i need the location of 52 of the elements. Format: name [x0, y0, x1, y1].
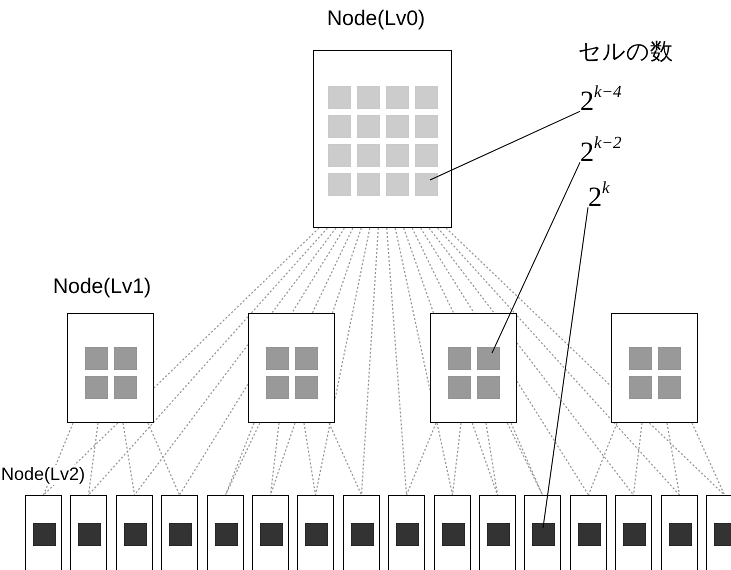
- dotted-connector: [446, 228, 612, 387]
- dotted-connector: [224, 422, 260, 496]
- dotted-connector: [588, 422, 618, 496]
- dotted-connector: [360, 228, 379, 496]
- dotted-connector: [332, 228, 362, 314]
- dotted-connector: [516, 380, 589, 496]
- dotted-connector: [334, 228, 370, 400]
- node-title: Node(Lv0): [327, 7, 426, 30]
- dotted-connector: [632, 422, 643, 496]
- dotted-connector: [178, 384, 249, 496]
- dotted-connector: [314, 422, 331, 496]
- dotted-connector: [270, 422, 280, 496]
- dotted-connector: [303, 422, 316, 496]
- dotted-connector: [428, 228, 495, 314]
- dotted-connector: [291, 228, 345, 314]
- leader-line: [542, 206, 588, 528]
- dotted-connector: [437, 228, 515, 314]
- formula-label: 2$^{k−2}$: [580, 133, 622, 170]
- node-title: Node(Lv1): [53, 275, 152, 298]
- dotted-connector: [420, 228, 475, 314]
- dotted-connector: [271, 228, 336, 314]
- dotted-connector: [134, 344, 248, 496]
- formula-label: 2$^{k−4}$: [580, 82, 622, 119]
- dotted-connector: [406, 422, 437, 496]
- leader-line: [492, 162, 580, 354]
- dotted-connector: [312, 228, 354, 314]
- dotted-connector: [452, 422, 462, 496]
- dotted-connector: [516, 315, 680, 496]
- formula-label: 2$^{k}$: [588, 178, 610, 215]
- dotted-connector: [154, 228, 320, 388]
- dotted-connector: [516, 342, 634, 496]
- dotted-connector: [270, 422, 296, 496]
- dotted-connector: [88, 316, 248, 496]
- dotted-connector: [328, 422, 362, 496]
- dotted-connector: [403, 228, 434, 314]
- dotted-connector: [122, 422, 136, 496]
- dotted-connector: [386, 228, 408, 496]
- dotted-connector: [394, 228, 431, 390]
- dotted-connector: [485, 422, 498, 496]
- dotted-connector: [250, 228, 328, 314]
- dotted-connector: [436, 422, 454, 496]
- dotted-connector: [412, 228, 454, 314]
- heading-label: セルの数: [578, 38, 673, 67]
- dotted-connector: [224, 422, 255, 496]
- leader-line: [430, 110, 580, 180]
- node-title: Node(Lv2): [1, 465, 86, 485]
- dotted-connector: [691, 422, 726, 496]
- dotted-connector: [88, 422, 99, 496]
- dotted-connector: [648, 422, 725, 496]
- dotted-connector: [472, 422, 498, 496]
- dotted-connector: [147, 422, 180, 496]
- dotted-connector: [666, 422, 680, 496]
